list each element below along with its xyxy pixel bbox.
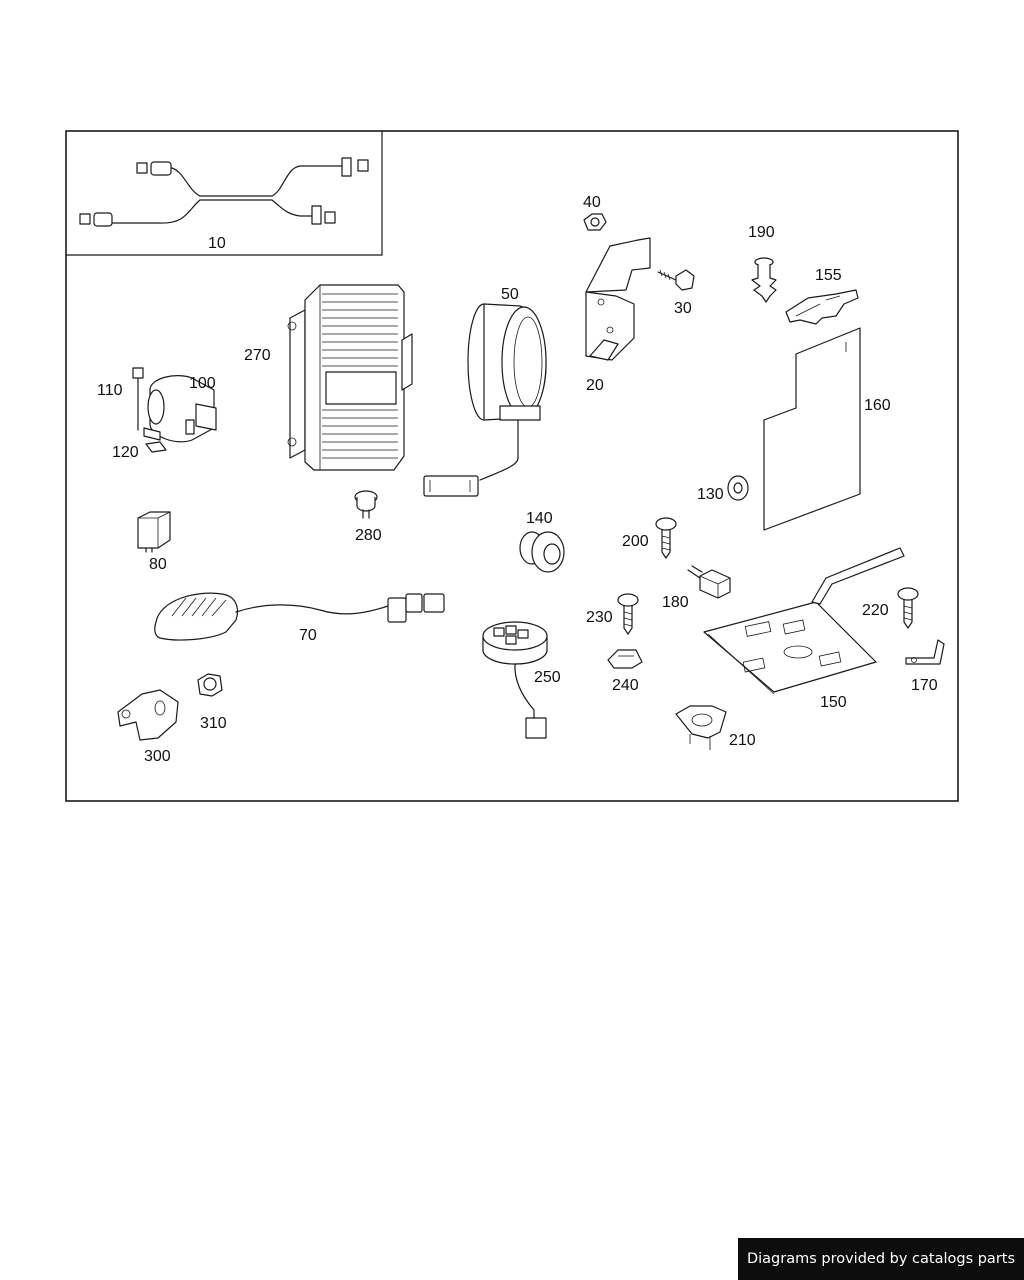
relay-80 (137, 511, 171, 553)
grommet-140 (519, 531, 565, 573)
part-label-10: 10 (208, 235, 226, 252)
holder-210 (675, 705, 727, 750)
part-label-50: 50 (501, 286, 519, 303)
washer-130 (727, 475, 749, 501)
part-label-150: 150 (820, 694, 847, 711)
part-label-240: 240 (612, 677, 639, 694)
foam-pad-160 (763, 327, 861, 531)
part-label-160: 160 (864, 397, 891, 414)
part-label-210: 210 (729, 732, 756, 749)
bracket-155 (785, 289, 859, 325)
part-label-140: 140 (526, 510, 553, 527)
part-label-280: 280 (355, 527, 382, 544)
part-labels: 10 20 30 40 50 70 80 100 110 120 130 140… (97, 194, 938, 765)
part-label-110: 110 (97, 382, 123, 399)
part-label-180: 180 (662, 594, 689, 611)
part-label-200: 200 (622, 533, 649, 550)
amplifier-module-270 (287, 284, 413, 471)
bracket-300 (117, 689, 179, 741)
harness-inset-box (66, 131, 383, 256)
wiring-harness-10 (79, 157, 369, 227)
part-label-70: 70 (299, 627, 317, 644)
part-label-20: 20 (586, 377, 604, 394)
part-label-220: 220 (862, 602, 889, 619)
part-label-190: 190 (748, 224, 775, 241)
part-label-130: 130 (697, 486, 724, 503)
part-label-155: 155 (815, 267, 842, 284)
screw-220 (897, 587, 919, 629)
screw-280 (354, 490, 378, 519)
diagram-credit-banner: Diagrams provided by catalogs parts (738, 1238, 1024, 1280)
keypad-module-250 (482, 621, 548, 739)
nut-310 (197, 673, 223, 697)
horn-speaker-50 (423, 303, 547, 497)
bracket-20 (585, 237, 651, 361)
mounting-plate-150 (703, 547, 905, 695)
sensor-with-cable-70 (154, 592, 445, 641)
part-label-30: 30 (674, 300, 692, 317)
clip-170 (905, 639, 945, 665)
module-180 (687, 565, 731, 599)
part-label-120: 120 (112, 444, 139, 461)
part-label-300: 300 (144, 748, 171, 765)
bolt-30 (657, 269, 695, 291)
part-label-230: 230 (586, 609, 613, 626)
part-label-40: 40 (583, 194, 601, 211)
part-label-270: 270 (244, 347, 271, 364)
screw-230 (617, 593, 639, 635)
part-label-310: 310 (200, 715, 227, 732)
credit-text: Diagrams provided by catalogs parts (746, 1251, 1016, 1267)
washer-40 (583, 213, 607, 231)
part-label-170: 170 (911, 677, 938, 694)
clip-240 (607, 649, 643, 669)
diagram-frame (65, 130, 959, 802)
screw-200 (655, 517, 677, 559)
siren-unit-100 (132, 367, 217, 453)
part-label-250: 250 (534, 669, 561, 686)
push-clip-190 (751, 257, 777, 303)
part-label-100: 100 (189, 375, 216, 392)
part-label-80: 80 (149, 556, 167, 573)
